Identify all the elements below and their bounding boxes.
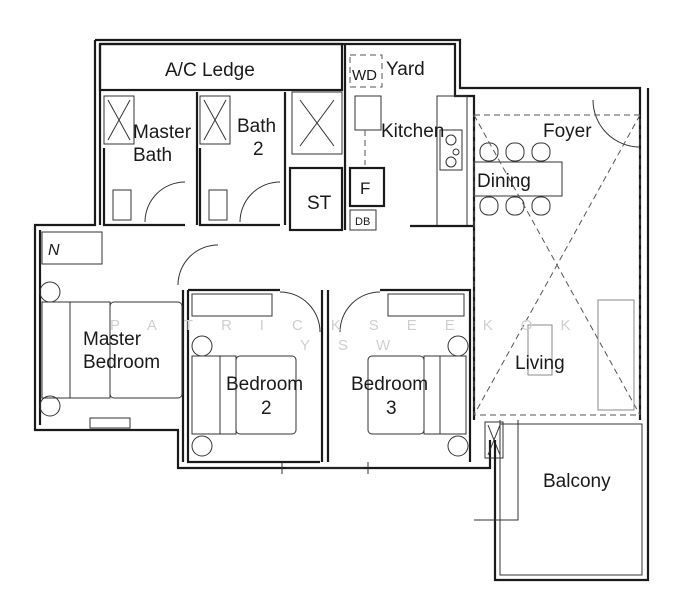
bedroom2-furniture: [186, 288, 321, 464]
label-balcony: Balcony: [543, 471, 611, 492]
balcony-area: [474, 420, 650, 582]
label-living: Living: [515, 353, 565, 374]
watermark-line1: PATRICKSEEKOK: [110, 317, 598, 334]
label-store: ST: [307, 193, 332, 214]
main-door-swing: [592, 99, 641, 148]
label-foyer: Foyer: [543, 121, 592, 142]
kitchen-fixtures: [343, 44, 474, 231]
dining-table: [473, 142, 563, 216]
label-master-bedroom-2: Bedroom: [83, 352, 160, 373]
ac-ledge-area: [98, 42, 344, 92]
master-bedroom-furniture: N: [39, 231, 183, 429]
label-ac-ledge: A/C Ledge: [165, 60, 255, 81]
label-yard: Yard: [386, 59, 425, 80]
label-fridge: F: [360, 179, 370, 198]
label-wd: WD: [352, 67, 377, 84]
coffee-table: [527, 324, 553, 376]
store-room: [288, 166, 344, 232]
label-bath2-1: Bath: [237, 116, 276, 137]
watermark-line2: YSW: [300, 337, 418, 354]
label-master-bedroom-1: Master: [83, 329, 142, 350]
shaft: [291, 91, 343, 155]
label-kitchen: Kitchen: [381, 121, 444, 142]
window: [281, 462, 369, 474]
label-bedroom3-2: 3: [386, 398, 397, 419]
void-area: [473, 114, 641, 416]
label-bath2-2: 2: [253, 139, 264, 160]
partition-wall: [320, 290, 330, 462]
label-bedroom2-1: Bedroom: [226, 374, 303, 395]
label-bedroom3-1: Bedroom: [351, 374, 428, 395]
svg-text:N: N: [48, 242, 60, 259]
master-door-swing: [177, 244, 219, 286]
bedroom3-furniture: [339, 288, 472, 462]
label-master-bath-1: Master: [133, 122, 192, 143]
label-master-bath-2: Bath: [133, 145, 172, 166]
bath-walls: [102, 92, 287, 227]
label-db: DB: [355, 216, 370, 228]
tv-console: [597, 299, 635, 411]
label-dining: Dining: [477, 171, 531, 192]
label-bedroom2-2: 2: [261, 398, 272, 419]
